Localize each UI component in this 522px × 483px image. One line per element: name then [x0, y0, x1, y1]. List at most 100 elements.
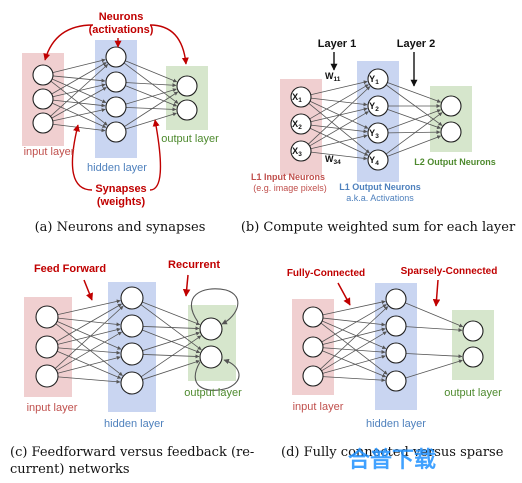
neurons-arrow-right	[149, 24, 189, 65]
output-layer-label: output layer	[444, 387, 502, 399]
l1-input-label-line2: (e.g. image pixels)	[253, 183, 327, 193]
synapse-edge	[57, 327, 121, 345]
synapse-edge	[322, 354, 386, 374]
output-neuron	[199, 345, 223, 369]
panel-c: Feed Forward Recurrent input layer hidde…	[10, 259, 254, 477]
synapse-edge	[125, 107, 177, 112]
input-layer-label: input layer	[293, 401, 344, 413]
synapse-edge	[125, 60, 178, 83]
watermark: 合普下载	[348, 447, 436, 472]
synapse-edge	[52, 58, 106, 73]
synapses-label-line2: (weights)	[97, 196, 146, 208]
hidden-neuron	[385, 288, 407, 310]
synapse-edge	[322, 327, 386, 345]
input-neuron	[302, 336, 324, 358]
layer2-label: Layer 2	[397, 38, 436, 50]
sparsely-connected-label: Sparsely-Connected	[401, 266, 498, 277]
synapse-edge	[321, 331, 387, 372]
hidden-layer-label: hidden layer	[87, 162, 147, 174]
l1-output-label-line2: a.k.a. Activations	[346, 193, 414, 203]
l1-input-label-line1: L1 Input Neurons	[251, 172, 325, 182]
feed-forward-label: Feed Forward	[34, 263, 106, 275]
synapse-edge	[387, 135, 442, 157]
synapse-edge	[142, 359, 200, 380]
hidden-neuron	[385, 315, 407, 337]
edges	[308, 80, 443, 161]
weight-w34-label: W34	[325, 154, 341, 166]
weight-w11-label: W11	[325, 71, 341, 83]
synapse-edge	[57, 299, 121, 315]
neurons-label-line2: (activations)	[89, 24, 154, 36]
synapse-edge	[308, 86, 371, 145]
edges	[320, 300, 464, 383]
fully-connected-arrow	[337, 282, 351, 306]
recurrent-label: Recurrent	[168, 259, 220, 271]
synapse-edge	[57, 347, 121, 355]
edges	[54, 299, 202, 384]
output-layer-box	[188, 305, 236, 381]
fully-connected-label: Fully-Connected	[287, 268, 365, 279]
synapse-edge	[55, 323, 123, 376]
output-neuron	[176, 99, 198, 121]
hidden-neuron	[105, 121, 127, 143]
output-neuron	[462, 320, 484, 342]
y-node-label: Y1	[369, 74, 379, 86]
synapse-edge	[322, 347, 386, 354]
synapse-edge	[322, 376, 386, 383]
panel-a: Neurons (activations) input layer hidden…	[22, 11, 219, 235]
synapse-edge	[405, 302, 464, 328]
synapse-edge	[310, 80, 368, 96]
nodes	[35, 286, 223, 395]
caption-a: (a) Neurons and synapses	[35, 220, 206, 235]
synapses-label-line1: Synapses	[95, 183, 146, 195]
synapse-edge	[142, 354, 200, 359]
synapse-edge	[54, 305, 124, 369]
synapse-edge	[310, 134, 368, 150]
synapse-edge	[385, 112, 443, 155]
sparsely-connected-arrow	[432, 279, 441, 307]
input-neuron	[35, 364, 59, 388]
synapse-edge	[57, 317, 121, 327]
l2-output-neuron	[440, 121, 462, 143]
synapse-edge	[405, 326, 463, 333]
synapse-edge	[50, 64, 109, 117]
synapse-edge	[322, 300, 386, 316]
input-layer-label: input layer	[24, 146, 75, 158]
synapse-edge	[309, 111, 369, 147]
output-neuron	[176, 75, 198, 97]
output-neuron	[462, 346, 484, 368]
synapse-edge	[405, 353, 463, 359]
hidden-neuron	[105, 71, 127, 93]
input-neuron	[32, 64, 54, 86]
edges	[50, 58, 179, 133]
l2-output-neuron	[440, 95, 462, 117]
synapse-edge	[321, 304, 387, 343]
synapse-edge	[56, 321, 122, 350]
layer1-label: Layer 1	[318, 38, 357, 50]
synapse-edge	[387, 82, 442, 103]
synapse-edge	[56, 331, 123, 371]
synapse-edge	[310, 151, 368, 161]
synapse-edge	[142, 326, 200, 331]
synapses-arrow-right	[149, 119, 162, 191]
hidden-neuron	[105, 96, 127, 118]
synapse-edge	[405, 359, 463, 379]
caption-d: (d) Fully connected versus sparse	[281, 445, 504, 460]
recurrent-loop-bottom	[194, 358, 240, 391]
synapse-edge	[387, 108, 442, 129]
l1-output-label-line1: L1 Output Neurons	[339, 182, 421, 192]
panel-d: Fully-Connected Sparsely-Connected input…	[281, 266, 504, 460]
synapse-edge	[124, 91, 179, 127]
synapse-edge	[385, 84, 443, 126]
feed-forward-arrow	[83, 279, 93, 301]
y-node-label: Y3	[369, 128, 379, 140]
synapses-arrow-left	[71, 124, 93, 191]
synapse-edge	[140, 335, 202, 378]
nodes	[302, 288, 484, 392]
synapse-edge	[322, 317, 386, 327]
synapse-edge	[309, 84, 369, 120]
x-input-neuron	[290, 86, 312, 108]
caption-c-line1: (c) Feedforward versus feedback (re-	[10, 445, 254, 460]
